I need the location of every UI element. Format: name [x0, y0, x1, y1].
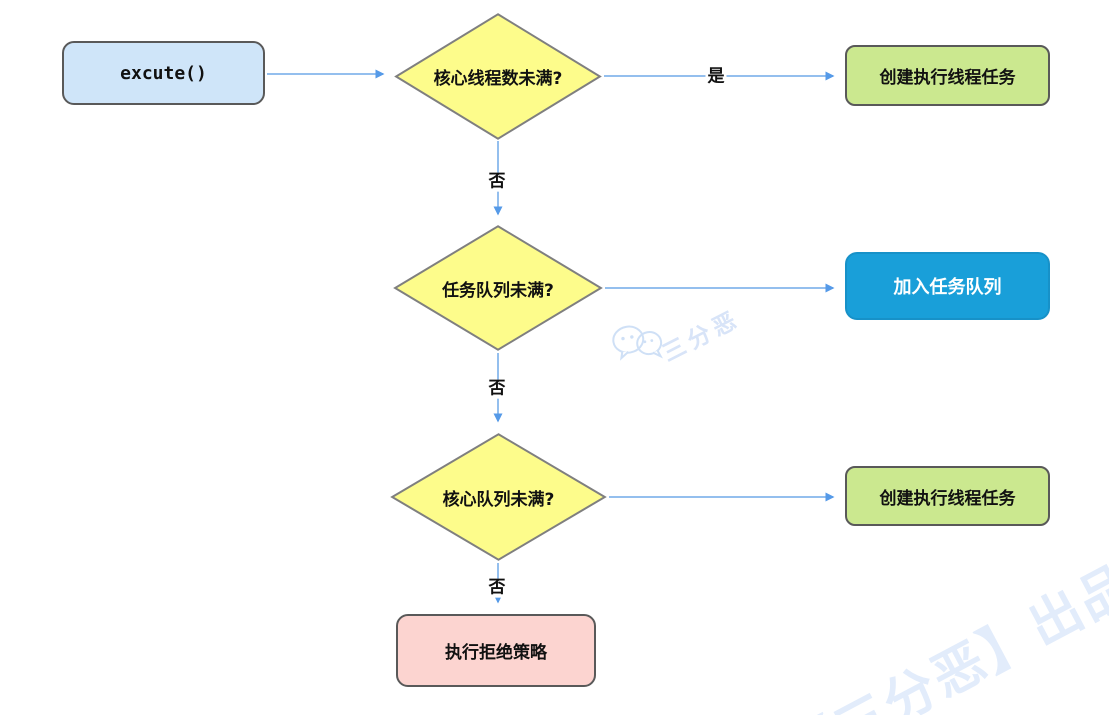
decision-core-threads-label: 核心线程数未满?	[433, 69, 563, 89]
reject-policy-node: 执行拒绝策略	[396, 614, 596, 687]
enqueue-task-label: 加入任务队列	[893, 277, 1002, 298]
create-thread-task-node-top: 创建执行线程任务	[845, 45, 1050, 106]
decision-core-threads: 核心线程数未满?	[394, 13, 602, 140]
watermark-logo: 三分恶	[608, 306, 768, 378]
start-node-label: excute()	[120, 62, 207, 84]
decision-task-queue: 任务队列未满?	[393, 225, 603, 351]
create-thread-task-label: 创建执行线程任务	[879, 488, 1016, 509]
edge-label-no-2: 否	[486, 378, 508, 399]
diamond-shape	[394, 13, 602, 140]
wechat-icon	[612, 325, 663, 361]
watermark-text-small: 三分恶	[658, 305, 746, 368]
enqueue-task-node: 加入任务队列	[845, 252, 1050, 320]
diamond-shape	[393, 225, 603, 351]
edge-label-no-3: 否	[486, 577, 508, 598]
decision-task-queue-label: 任务队列未满?	[442, 280, 554, 301]
create-thread-task-node-bottom: 创建执行线程任务	[845, 466, 1050, 526]
watermark-text-large: 【三分恶】出品	[776, 553, 1109, 715]
diamond-shape	[390, 433, 607, 561]
start-node-excute: excute()	[62, 41, 265, 105]
create-thread-task-label: 创建执行线程任务	[879, 68, 1016, 88]
edge-label-no-1: 否	[486, 171, 508, 192]
reject-policy-label: 执行拒绝策略	[445, 643, 547, 663]
decision-core-queue: 核心队列未满?	[390, 433, 607, 561]
decision-core-queue-label: 核心队列未满?	[442, 489, 555, 510]
edge-label-yes: 是	[705, 66, 727, 87]
